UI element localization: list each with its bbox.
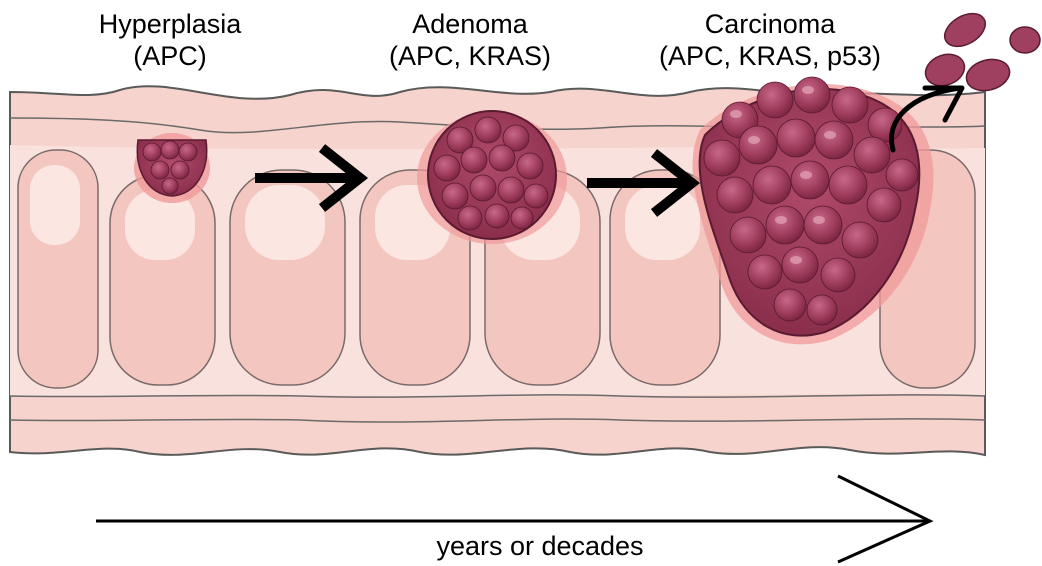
stage-label-hyperplasia: Hyperplasia (APC) [70,8,270,72]
stage-label-adenoma: Adenoma (APC, KRAS) [360,8,580,72]
adenoma-polyp [417,111,567,244]
stage-genes: (APC, KRAS) [360,40,580,72]
stage-genes: (APC) [70,40,270,72]
hyperplasia-polyp [134,133,210,203]
stage-title: Hyperplasia [70,8,270,40]
stage-label-carcinoma: Carcinoma (APC, KRAS, p53) [630,8,910,72]
stage-title: Carcinoma [630,8,910,40]
metastatic-cells [921,7,1040,95]
stage-genes: (APC, KRAS, p53) [630,40,910,72]
timeline-label: years or decades [360,530,720,562]
stage-title: Adenoma [360,8,580,40]
